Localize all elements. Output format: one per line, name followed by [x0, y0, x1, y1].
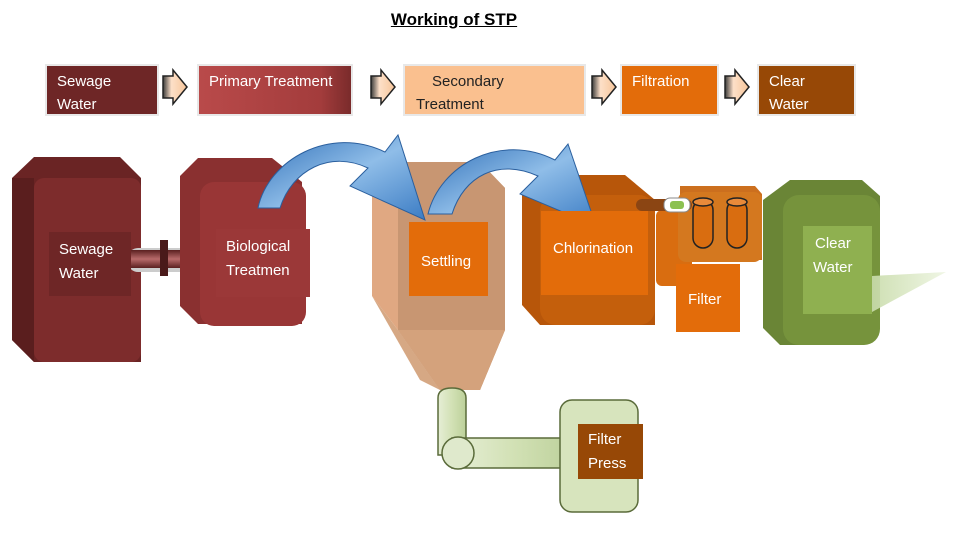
label-filter-press: Filter Press: [578, 424, 643, 479]
filter-unit: [636, 186, 762, 286]
label-line2: Water: [59, 265, 99, 282]
flow-arrow-4: [724, 67, 750, 107]
filter-cartridge-icon: [726, 197, 748, 249]
flow-arrow-3: [591, 67, 617, 107]
flow-box-sewage-water: Sewage Water: [45, 64, 159, 116]
label-settling: Settling: [409, 222, 488, 296]
flow-box-filtration: Filtration: [620, 64, 719, 116]
flow-box-primary-treatment: Primary Treatment: [197, 64, 353, 116]
label-line1: Sewage: [59, 241, 114, 258]
label-chlorination: Chlorination: [541, 211, 648, 295]
flow-label-line1: Sewage: [57, 73, 112, 90]
label-sewage-water: Sewage Water: [49, 232, 131, 296]
sludge-pipe: [437, 387, 576, 470]
label-line1: Filter: [588, 431, 622, 448]
transfer-arrow-to-settling: [257, 133, 426, 221]
label-line1: Biological: [226, 238, 291, 255]
flow-label-line1: Secondary: [432, 73, 504, 90]
flow-label-line2: Treatment: [416, 96, 484, 113]
label-line1: Clear: [815, 235, 851, 252]
flow-box-clear-water: Clear Water: [757, 64, 856, 116]
label-text: Chlorination: [553, 240, 634, 257]
label-line2: Water: [813, 259, 853, 276]
label-line2: Press: [588, 455, 627, 472]
flow-label-line1: Primary Treatment: [209, 73, 333, 90]
flow-label-line1: Clear: [769, 73, 805, 90]
flow-arrow-1: [162, 67, 188, 107]
flow-arrow-2: [370, 67, 396, 107]
label-clear-water: Clear Water: [803, 226, 872, 314]
label-filter: Filter: [676, 264, 740, 332]
label-text: Settling: [421, 253, 472, 270]
chlorine-pipe-icon: [636, 197, 692, 213]
label-line2: Treatmen: [226, 262, 290, 279]
flow-box-secondary-treatment: Secondary Treatment: [403, 64, 586, 116]
flow-label-line2: Water: [769, 96, 809, 113]
label-biological-treatment: Biological Treatmen: [216, 229, 310, 297]
filter-cartridge-icon: [692, 197, 714, 249]
flow-label-line2: Water: [57, 96, 97, 113]
transfer-arrow-to-chlorination: [427, 142, 597, 227]
diagram-title: Working of STP: [390, 10, 518, 29]
flow-label-line1: Filtration: [632, 73, 690, 90]
label-text: Filter: [688, 291, 722, 308]
